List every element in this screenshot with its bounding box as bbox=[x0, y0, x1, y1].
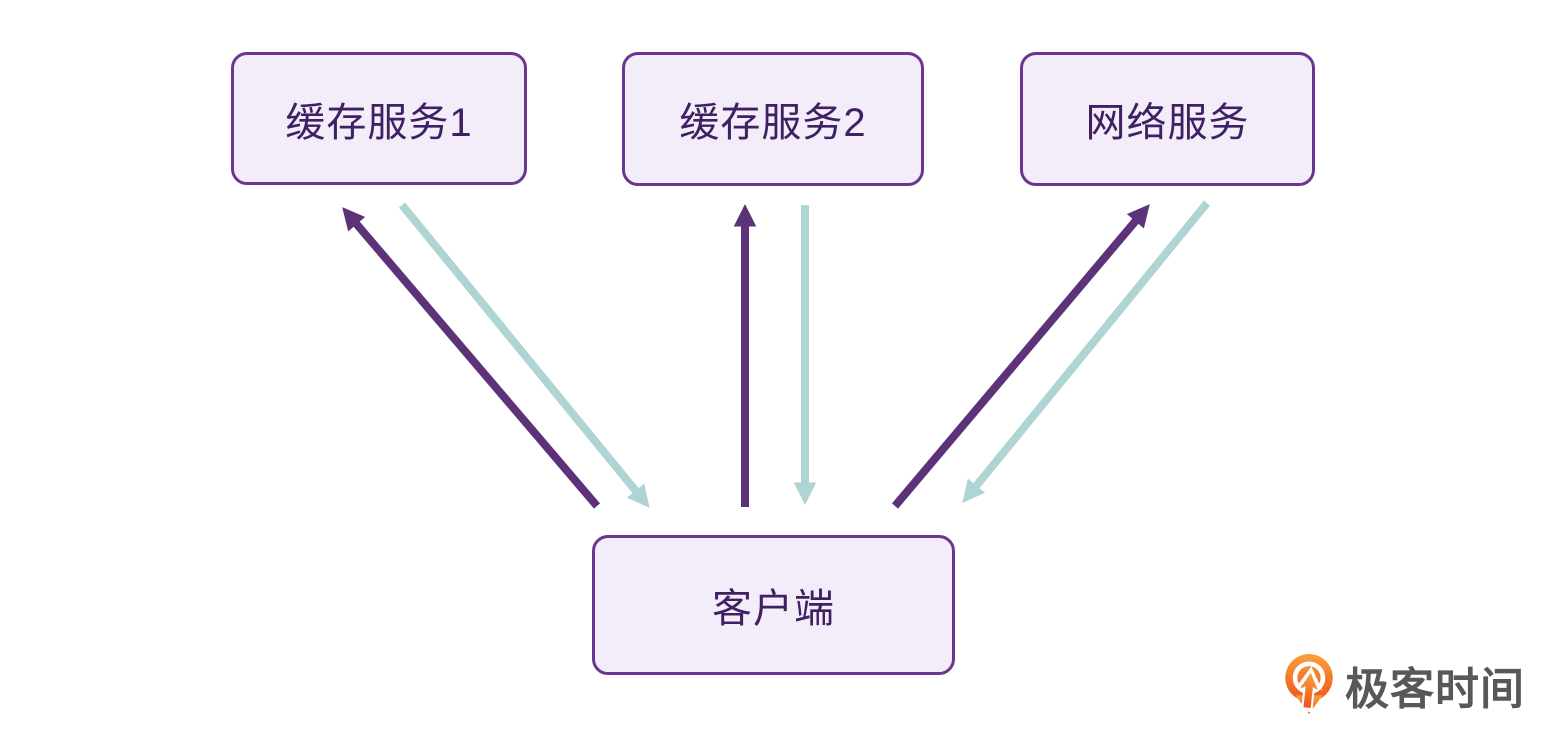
arrow-network-to-client bbox=[962, 200, 1211, 503]
node-label: 客户端 bbox=[712, 587, 835, 631]
arrow-client-to-network bbox=[891, 204, 1150, 509]
arrow-cache1-to-client bbox=[398, 202, 650, 508]
geektime-logo-text: 极客时间 bbox=[1345, 665, 1525, 714]
node-network-service: 网络服务 bbox=[1020, 52, 1315, 186]
node-label: 网络服务 bbox=[1085, 101, 1250, 145]
node-label: 缓存服务2 bbox=[679, 101, 867, 145]
geektime-pin-icon bbox=[1285, 654, 1333, 714]
node-client: 客户端 bbox=[592, 535, 955, 675]
arrow-client-to-cache1 bbox=[342, 207, 601, 509]
node-label: 缓存服务1 bbox=[285, 100, 473, 145]
geektime-logo: 极客时间 bbox=[1283, 650, 1525, 720]
node-cache-service-2: 缓存服务2 bbox=[622, 52, 924, 186]
node-cache-service-1: 缓存服务1 bbox=[231, 52, 527, 185]
